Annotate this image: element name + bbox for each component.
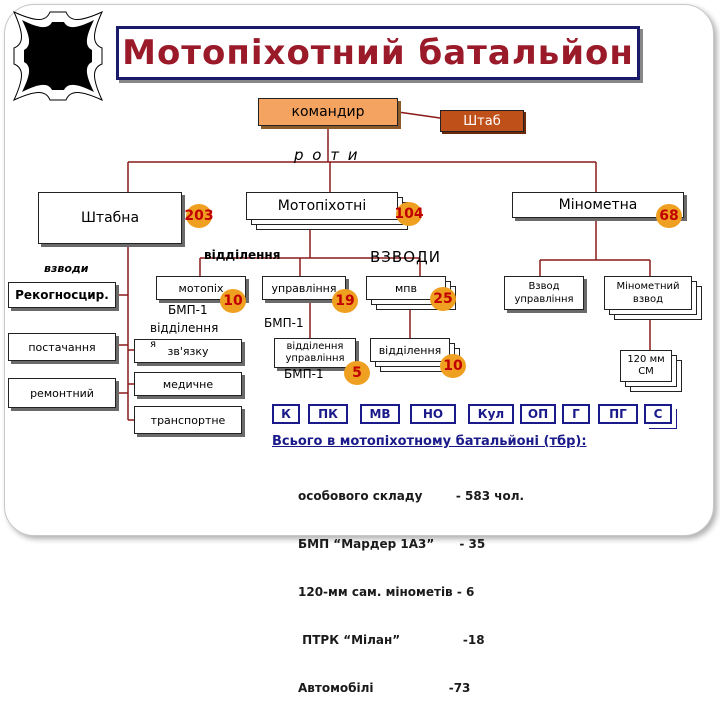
mot-platoon-control: управління <box>262 276 346 300</box>
title-box: Мотопіхотний батальйон <box>116 26 640 80</box>
mot-platoon-control-count: 19 <box>332 289 358 313</box>
mortar-platoon-control-label: Взвод управління <box>514 281 574 305</box>
abbr-mv: МВ <box>360 404 400 424</box>
abbr-s: С <box>644 404 672 424</box>
platoons-label-left: взводи <box>44 262 89 275</box>
mot-section-control: відділення управління <box>274 338 356 368</box>
hq-section-signal: зв'язку <box>134 339 242 363</box>
hq-section-transport-label: транспортне <box>150 413 226 427</box>
mot-platoon-mpv-count: 25 <box>430 287 456 311</box>
hq-platoon-recon: Рекогносцир. <box>8 282 116 308</box>
company-hq-label: Штабна <box>80 210 140 226</box>
commander-box: командир <box>258 98 398 126</box>
mot-section-count: 10 <box>440 354 466 378</box>
hq-section-transport: транспортне <box>134 406 242 434</box>
platoons-label-center: ВЗВОДИ <box>370 248 441 266</box>
hq-section-signal-label: зв'язку <box>167 344 209 358</box>
connector-lines <box>116 111 651 421</box>
abbr-k: К <box>272 404 300 424</box>
summary-line-vehicles: Автомобілі -73 <box>298 681 471 695</box>
summary-line-mortars: 120-мм сам. мінометів - 6 <box>298 585 475 599</box>
abbr-op: ОП <box>520 404 556 424</box>
bmp-label-1: БМП-1 <box>168 303 208 317</box>
company-mot-label: Мотопіхотні <box>277 198 367 214</box>
staff-label: Штаб <box>463 113 501 129</box>
summary-line-personnel: особового складу - 583 чол. <box>298 489 525 503</box>
mot-platoon-rifle-label: мотопіх <box>178 281 224 295</box>
mortar-platoon-control: Взвод управління <box>504 276 584 310</box>
mot-platoon-mpv: мпв <box>366 276 446 300</box>
hq-section-medical-label: медичне <box>162 377 214 391</box>
summary-list: особового складу - 583 чол. БМП “Мардер … <box>298 456 598 712</box>
companies-label: р о т и <box>294 146 360 164</box>
hq-platoon-recon-label: Рекогносцир. <box>15 288 109 302</box>
company-mortar-label: Мінометна <box>558 197 638 213</box>
mot-section-control-count: 5 <box>344 361 370 385</box>
abbr-pg: ПГ <box>598 404 638 424</box>
company-mortar: Мінометна <box>512 192 684 218</box>
mot-section: відділення <box>370 338 450 362</box>
hq-platoon-supply: постачання <box>8 333 116 361</box>
hq-platoon-repair-label: ремонтний <box>30 386 94 400</box>
mortar-platoon: Мінометний взвод <box>604 276 692 310</box>
company-hq-count: 203 <box>184 204 214 228</box>
mortar-weapon: 120 мм СМ <box>620 350 672 382</box>
abbr-no: НО <box>410 404 456 424</box>
company-mot: Мотопіхотні <box>246 192 398 220</box>
commander-label: командир <box>291 104 365 120</box>
company-hq: Штабна <box>38 192 182 244</box>
section-text-label: відділення <box>150 321 219 335</box>
section-text-suffix: я <box>150 339 157 350</box>
abbr-g: Г <box>562 404 590 424</box>
abbr-kul: Кул <box>468 404 514 424</box>
bmp-label-2: БМП-1 <box>264 316 304 330</box>
company-mot-count: 104 <box>394 202 424 226</box>
hq-platoon-repair: ремонтний <box>8 378 116 408</box>
bmp-label-3: БМП-1 <box>284 367 324 381</box>
mot-platoon-rifle-count: 10 <box>220 289 246 313</box>
summary-line-atgm: ПТРК “Мілан” -18 <box>298 633 485 647</box>
slide-frame <box>4 4 714 536</box>
summary-title: Всього в мотопіхотному батальйоні (тбр): <box>272 434 587 449</box>
summary-line-bmp: БМП “Мардер 1А3” - 35 <box>298 537 486 551</box>
mot-platoon-mpv-label: мпв <box>395 281 417 295</box>
company-mortar-count: 68 <box>656 204 682 228</box>
sections-label: відділення <box>204 248 281 262</box>
mortar-weapon-label: 120 мм СМ <box>627 354 665 377</box>
mortar-platoon-label: Мінометний взвод <box>616 281 680 305</box>
iron-cross-icon <box>12 10 104 102</box>
mot-section-label: відділення <box>378 343 442 357</box>
abbr-pk: ПК <box>308 404 348 424</box>
mot-section-control-label: відділення управління <box>285 341 345 364</box>
mot-platoon-control-label: управління <box>271 281 337 295</box>
page-title: Мотопіхотний батальйон <box>122 33 634 73</box>
staff-box: Штаб <box>440 110 524 132</box>
hq-section-medical: медичне <box>134 372 242 396</box>
hq-platoon-supply-label: постачання <box>28 340 96 354</box>
